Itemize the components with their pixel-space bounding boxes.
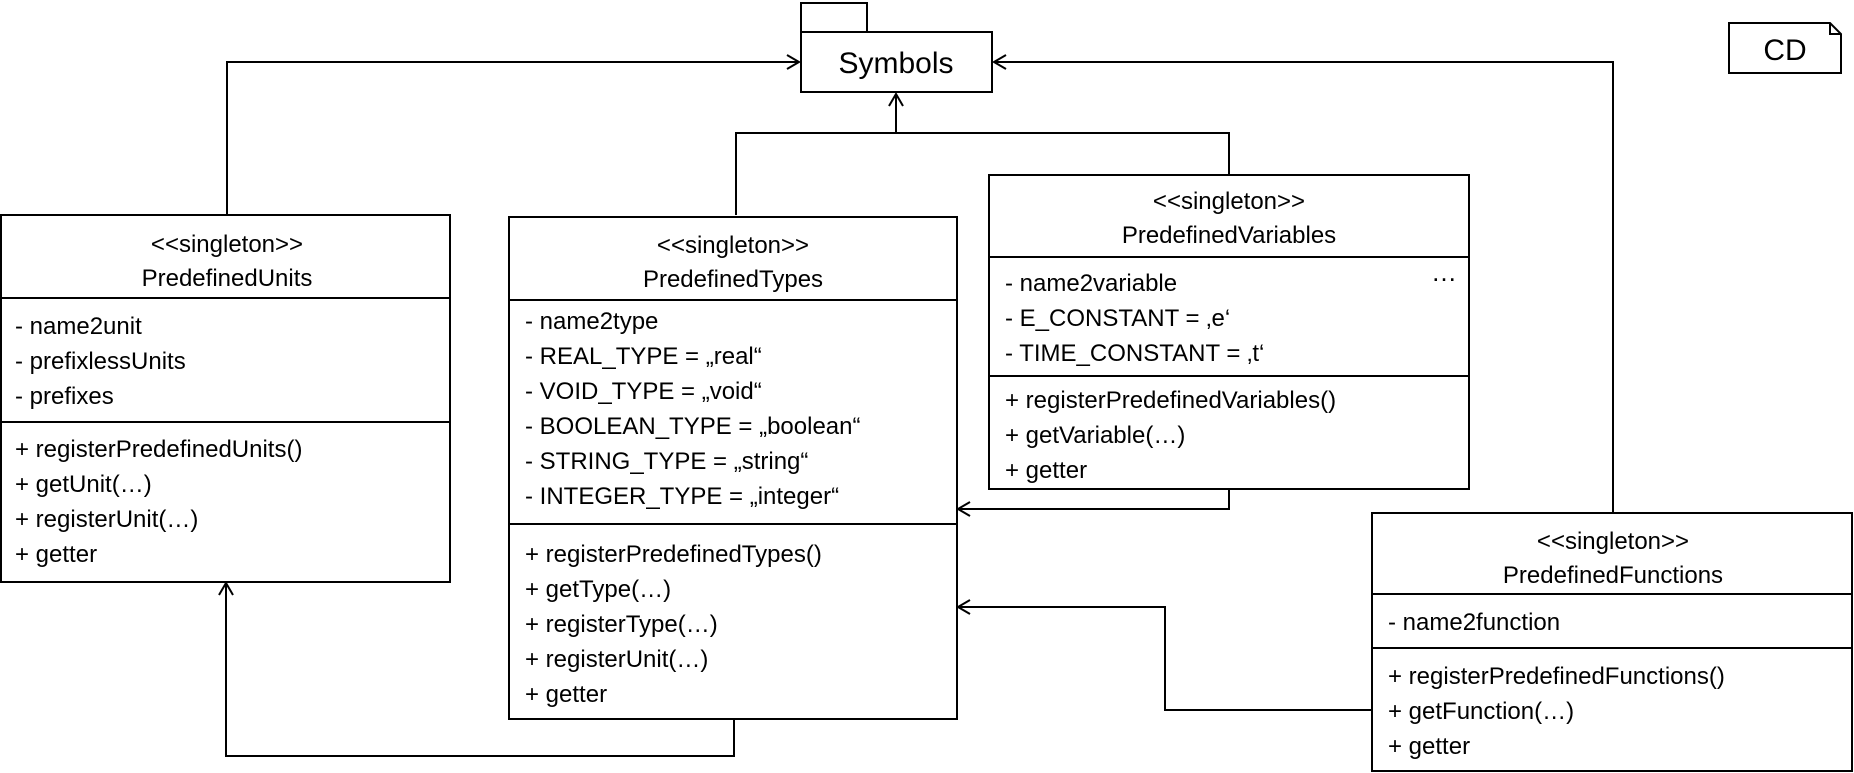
- variables-method: + getter: [1005, 457, 1087, 484]
- functions-stereotype: <<singleton>>: [1537, 528, 1689, 555]
- types-attr: - VOID_TYPE = „void“: [525, 378, 762, 405]
- units-attr: - name2unit: [15, 313, 142, 340]
- units-class-name: PredefinedUnits: [142, 265, 313, 292]
- edge-variables-to-symbols: [896, 132, 1230, 174]
- variables-stereotype: <<singleton>>: [1153, 188, 1305, 215]
- edges: [218, 54, 1614, 757]
- units-method: + registerUnit(…): [15, 506, 198, 533]
- diagram-label-text: CD: [1763, 34, 1806, 67]
- functions-class-name: PredefinedFunctions: [1503, 562, 1723, 589]
- types-class-name: PredefinedTypes: [643, 266, 823, 293]
- symbols-package: Symbols: [800, 2, 993, 93]
- diagram-label: CD: [1728, 22, 1842, 74]
- variables-ellipsis: …: [1431, 257, 1457, 287]
- types-attr: - INTEGER_TYPE = „integer“: [525, 483, 839, 510]
- units-attr: - prefixlessUnits: [15, 348, 186, 375]
- units-attr: - prefixes: [15, 383, 114, 410]
- types-stereotype: <<singleton>>: [657, 232, 809, 259]
- variables-method: + getVariable(…): [1005, 422, 1185, 449]
- variables-class-name: PredefinedVariables: [1122, 222, 1336, 249]
- units-stereotype: <<singleton>>: [151, 231, 303, 258]
- edge-units-to-symbols: [226, 61, 799, 215]
- types-method: + registerType(…): [525, 611, 718, 638]
- class-predefined-functions: <<singleton>> PredefinedFunctions - name…: [1371, 512, 1853, 772]
- functions-attr: - name2function: [1388, 609, 1560, 636]
- symbols-package-name: Symbols: [838, 47, 953, 80]
- types-attr: - REAL_TYPE = „real“: [525, 343, 762, 370]
- units-method: + getter: [15, 541, 97, 568]
- edge-types-to-symbols: [735, 94, 897, 215]
- edge-variables-to-types: [958, 489, 1230, 510]
- arrowhead-functions-symbols: [992, 54, 1007, 70]
- arrowhead-units-symbols: [786, 54, 801, 70]
- units-method: + getUnit(…): [15, 471, 152, 498]
- class-predefined-types: <<singleton>> PredefinedTypes - name2typ…: [508, 216, 958, 720]
- types-method: + getType(…): [525, 576, 671, 603]
- variables-attr: - name2variable: [1005, 270, 1177, 297]
- variables-method: + registerPredefinedVariables(): [1005, 387, 1336, 414]
- types-attr: - BOOLEAN_TYPE = „boolean“: [525, 413, 860, 440]
- edge-types-to-units: [225, 583, 735, 757]
- functions-method: + getter: [1388, 733, 1470, 760]
- types-method: + registerPredefinedTypes(): [525, 541, 822, 568]
- types-method: + registerUnit(…): [525, 646, 708, 673]
- variables-attr: - E_CONSTANT = ‚e‘: [1005, 305, 1230, 332]
- class-predefined-units: <<singleton>> PredefinedUnits - name2uni…: [0, 214, 451, 583]
- class-predefined-variables: <<singleton>> PredefinedVariables … - na…: [988, 174, 1470, 490]
- edge-functions-to-symbols: [994, 61, 1614, 512]
- types-attr: - name2type: [525, 308, 658, 335]
- edge-functions-to-types: [958, 606, 1371, 711]
- functions-method: + registerPredefinedFunctions(): [1388, 663, 1725, 690]
- functions-method: + getFunction(…): [1388, 698, 1574, 725]
- units-method: + registerPredefinedUnits(): [15, 436, 302, 463]
- types-attr: - STRING_TYPE = „string“: [525, 448, 808, 475]
- arrowhead-types-symbols: [888, 92, 904, 107]
- types-method: + getter: [525, 681, 607, 708]
- variables-attr: - TIME_CONSTANT = ‚t‘: [1005, 340, 1264, 367]
